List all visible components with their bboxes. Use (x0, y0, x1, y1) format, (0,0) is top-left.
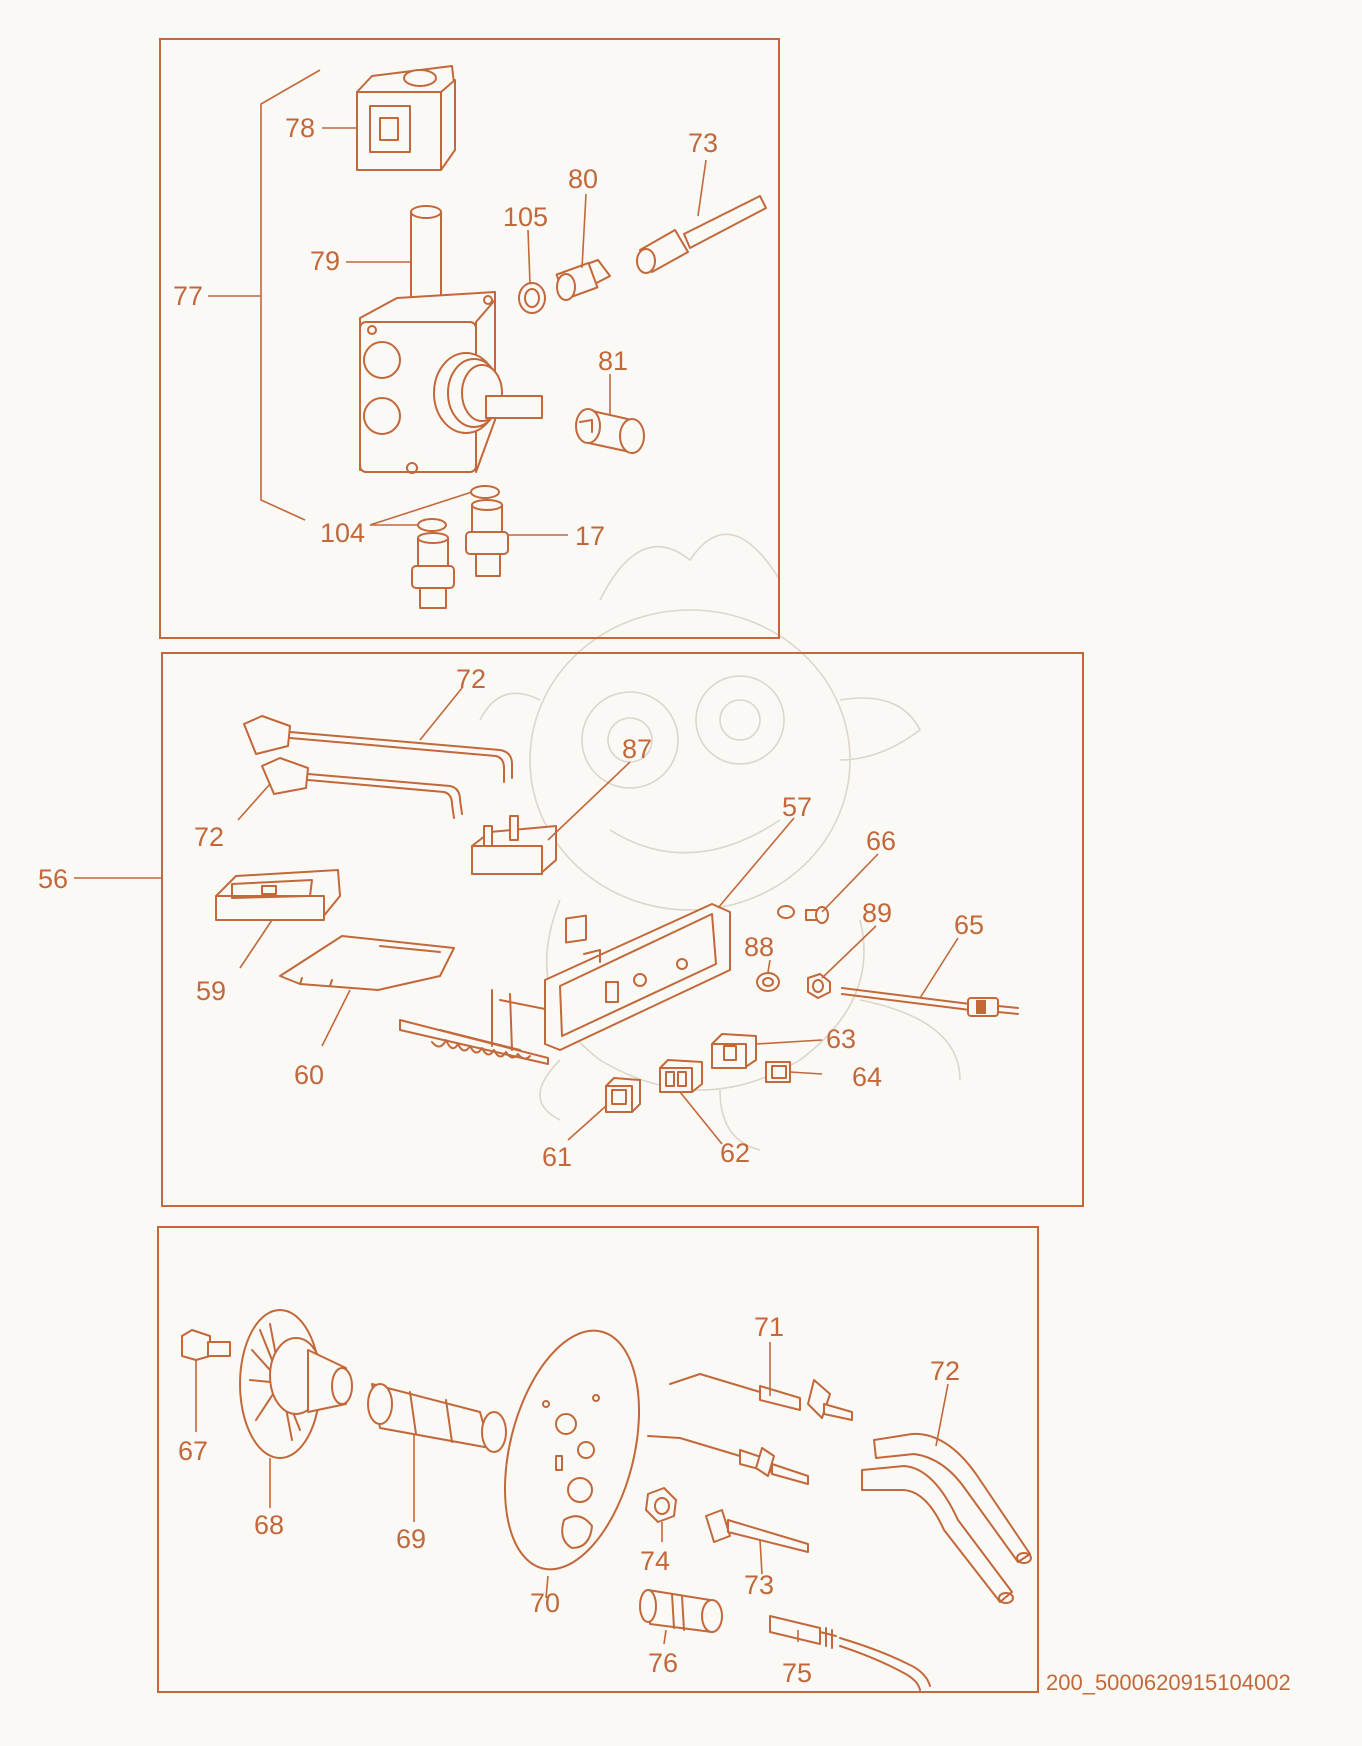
part-87-transformer (471, 815, 557, 875)
callout-69: 69 (396, 1524, 426, 1554)
drawing-code: 200_5000620915104002 (1046, 1670, 1291, 1695)
group-bracket-77 (260, 69, 321, 521)
panel-burner-head-group (157, 1226, 1039, 1693)
callout-74: 74 (640, 1546, 670, 1576)
part-17-fittings (411, 499, 509, 609)
callout-104: 104 (320, 518, 365, 548)
panel-pump-group (159, 38, 780, 639)
watermark-illustration (479, 533, 961, 1151)
part-60-plate (279, 935, 455, 991)
callout-66: 66 (866, 826, 896, 856)
callout-72-upper: 72 (456, 664, 486, 694)
callout-56: 56 (38, 864, 68, 894)
callout-75: 75 (782, 1658, 812, 1688)
part-74-nut (645, 1487, 677, 1523)
callout-88: 88 (744, 932, 774, 962)
part-69-tube (367, 1383, 507, 1453)
part-62-switch (659, 1059, 703, 1093)
callout-72-burner: 72 (930, 1356, 960, 1386)
callout-60: 60 (294, 1060, 324, 1090)
part-76-sleeve (639, 1589, 723, 1633)
part-79-pump-body (359, 205, 543, 474)
part-70-disc (503, 1329, 641, 1571)
part-71-electrode (669, 1373, 853, 1421)
part-75-cable (769, 1615, 931, 1691)
part-80-union (555, 259, 611, 301)
part-81-coupling (575, 408, 645, 454)
part-78-connector (356, 65, 456, 171)
callout-63: 63 (826, 1024, 856, 1054)
part-65-sensor-probe (841, 987, 1019, 1017)
callout-65: 65 (954, 910, 984, 940)
part-105-washer (518, 282, 546, 314)
part-72-bent-tubes (861, 1432, 1032, 1604)
part-89-nut (807, 973, 831, 999)
callout-78: 78 (285, 113, 315, 143)
part-electrode-lower (647, 1435, 809, 1485)
part-61-switch (605, 1077, 641, 1113)
callout-71: 71 (754, 1312, 784, 1342)
part-57-control-panel (399, 903, 731, 1065)
callout-64: 64 (852, 1062, 882, 1092)
part-73-tube-lower (705, 1509, 809, 1553)
callout-61: 61 (542, 1142, 572, 1172)
callout-62: 62 (720, 1138, 750, 1168)
callout-73-burner: 73 (744, 1570, 774, 1600)
part-88-washer (756, 972, 780, 992)
callout-80: 80 (568, 164, 598, 194)
part-63-switch (711, 1033, 757, 1069)
callout-105: 105 (503, 202, 548, 232)
callout-77: 77 (173, 281, 203, 311)
part-59-cover (215, 869, 341, 921)
panel-control-group (161, 652, 1084, 1207)
callout-17: 17 (575, 521, 605, 551)
part-72-ignition-cables (243, 715, 513, 819)
callout-79: 79 (310, 246, 340, 276)
part-73-tube (636, 195, 767, 274)
callout-67: 67 (178, 1436, 208, 1466)
callout-87: 87 (622, 734, 652, 764)
callout-68: 68 (254, 1510, 284, 1540)
part-67-nozzle (181, 1329, 231, 1361)
callout-57: 57 (782, 792, 812, 822)
callout-81: 81 (598, 346, 628, 376)
callout-76: 76 (648, 1648, 678, 1678)
part-66-screw (777, 905, 829, 924)
callout-89: 89 (862, 898, 892, 928)
callout-73: 73 (688, 128, 718, 158)
part-68-swirl-plate (239, 1309, 353, 1459)
callout-72-lower: 72 (194, 822, 224, 852)
callout-59: 59 (196, 976, 226, 1006)
part-64-switch (765, 1061, 791, 1083)
callout-70: 70 (530, 1588, 560, 1618)
